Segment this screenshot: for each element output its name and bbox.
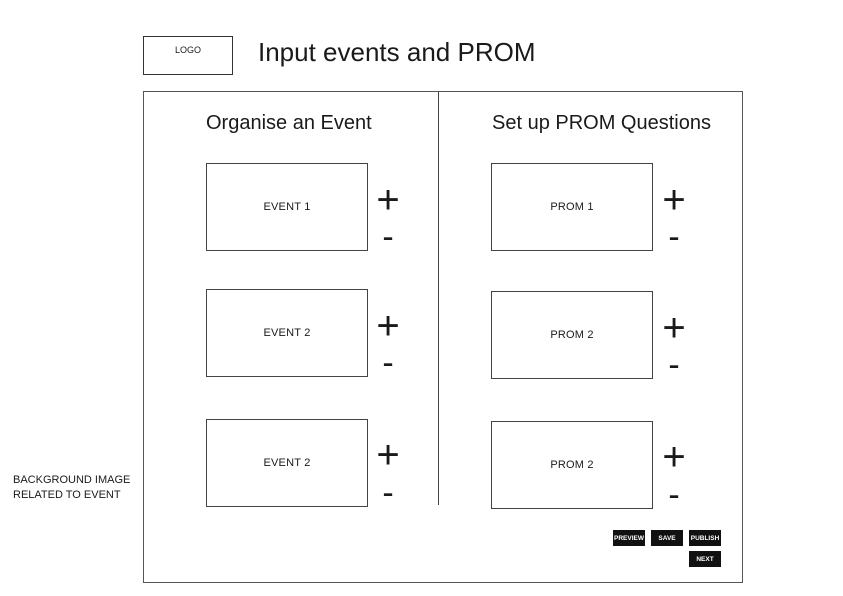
- plus-icon: +: [376, 433, 400, 477]
- add-event-2-button[interactable]: +: [373, 306, 403, 346]
- remove-event-3-button[interactable]: -: [373, 476, 403, 510]
- prom-card-label: PROM 2: [550, 459, 594, 471]
- event-card-2[interactable]: EVENT 2: [206, 289, 368, 377]
- prom-card-label: PROM 1: [550, 201, 594, 213]
- add-prom-2-button[interactable]: +: [659, 308, 689, 348]
- preview-button[interactable]: PREVIEW: [613, 530, 645, 546]
- prom-heading: Set up PROM Questions: [492, 112, 711, 134]
- events-heading: Organise an Event: [206, 112, 372, 134]
- background-note-line-2: RELATED TO EVENT: [13, 489, 121, 501]
- save-button[interactable]: SAVE: [651, 530, 683, 546]
- remove-prom-3-button[interactable]: -: [659, 478, 689, 512]
- minus-icon: -: [668, 346, 680, 384]
- logo: LOGO: [143, 36, 233, 75]
- minus-icon: -: [382, 344, 394, 382]
- publish-button[interactable]: PUBLISH: [689, 530, 721, 546]
- event-card-label: EVENT 1: [263, 201, 311, 213]
- minus-icon: -: [382, 474, 394, 512]
- add-prom-3-button[interactable]: +: [659, 437, 689, 477]
- event-card-label: EVENT 2: [263, 327, 311, 339]
- plus-icon: +: [662, 306, 686, 350]
- minus-icon: -: [668, 218, 680, 256]
- minus-icon: -: [382, 218, 394, 256]
- remove-prom-2-button[interactable]: -: [659, 348, 689, 382]
- next-button[interactable]: NEXT: [689, 551, 721, 567]
- remove-event-1-button[interactable]: -: [373, 220, 403, 254]
- event-card-3[interactable]: EVENT 2: [206, 419, 368, 507]
- plus-icon: +: [376, 178, 400, 222]
- add-event-1-button[interactable]: +: [373, 180, 403, 220]
- minus-icon: -: [668, 476, 680, 514]
- add-prom-1-button[interactable]: +: [659, 180, 689, 220]
- prom-card-1[interactable]: PROM 1: [491, 163, 653, 251]
- event-card-1[interactable]: EVENT 1: [206, 163, 368, 251]
- background-note-line-1: BACKGROUND IMAGE: [13, 474, 131, 486]
- plus-icon: +: [662, 178, 686, 222]
- plus-icon: +: [662, 435, 686, 479]
- prom-card-2[interactable]: PROM 2: [491, 291, 653, 379]
- add-event-3-button[interactable]: +: [373, 435, 403, 475]
- event-card-label: EVENT 2: [263, 457, 311, 469]
- plus-icon: +: [376, 304, 400, 348]
- column-divider: [438, 92, 439, 505]
- prom-card-label: PROM 2: [550, 329, 594, 341]
- main-panel: Organise an Event Set up PROM Questions …: [143, 91, 743, 583]
- page-title: Input events and PROM: [258, 37, 536, 67]
- prom-card-3[interactable]: PROM 2: [491, 421, 653, 509]
- remove-prom-1-button[interactable]: -: [659, 220, 689, 254]
- logo-label: LOGO: [174, 45, 201, 55]
- background-image-note: BACKGROUND IMAGE RELATED TO EVENT: [13, 473, 143, 503]
- remove-event-2-button[interactable]: -: [373, 346, 403, 380]
